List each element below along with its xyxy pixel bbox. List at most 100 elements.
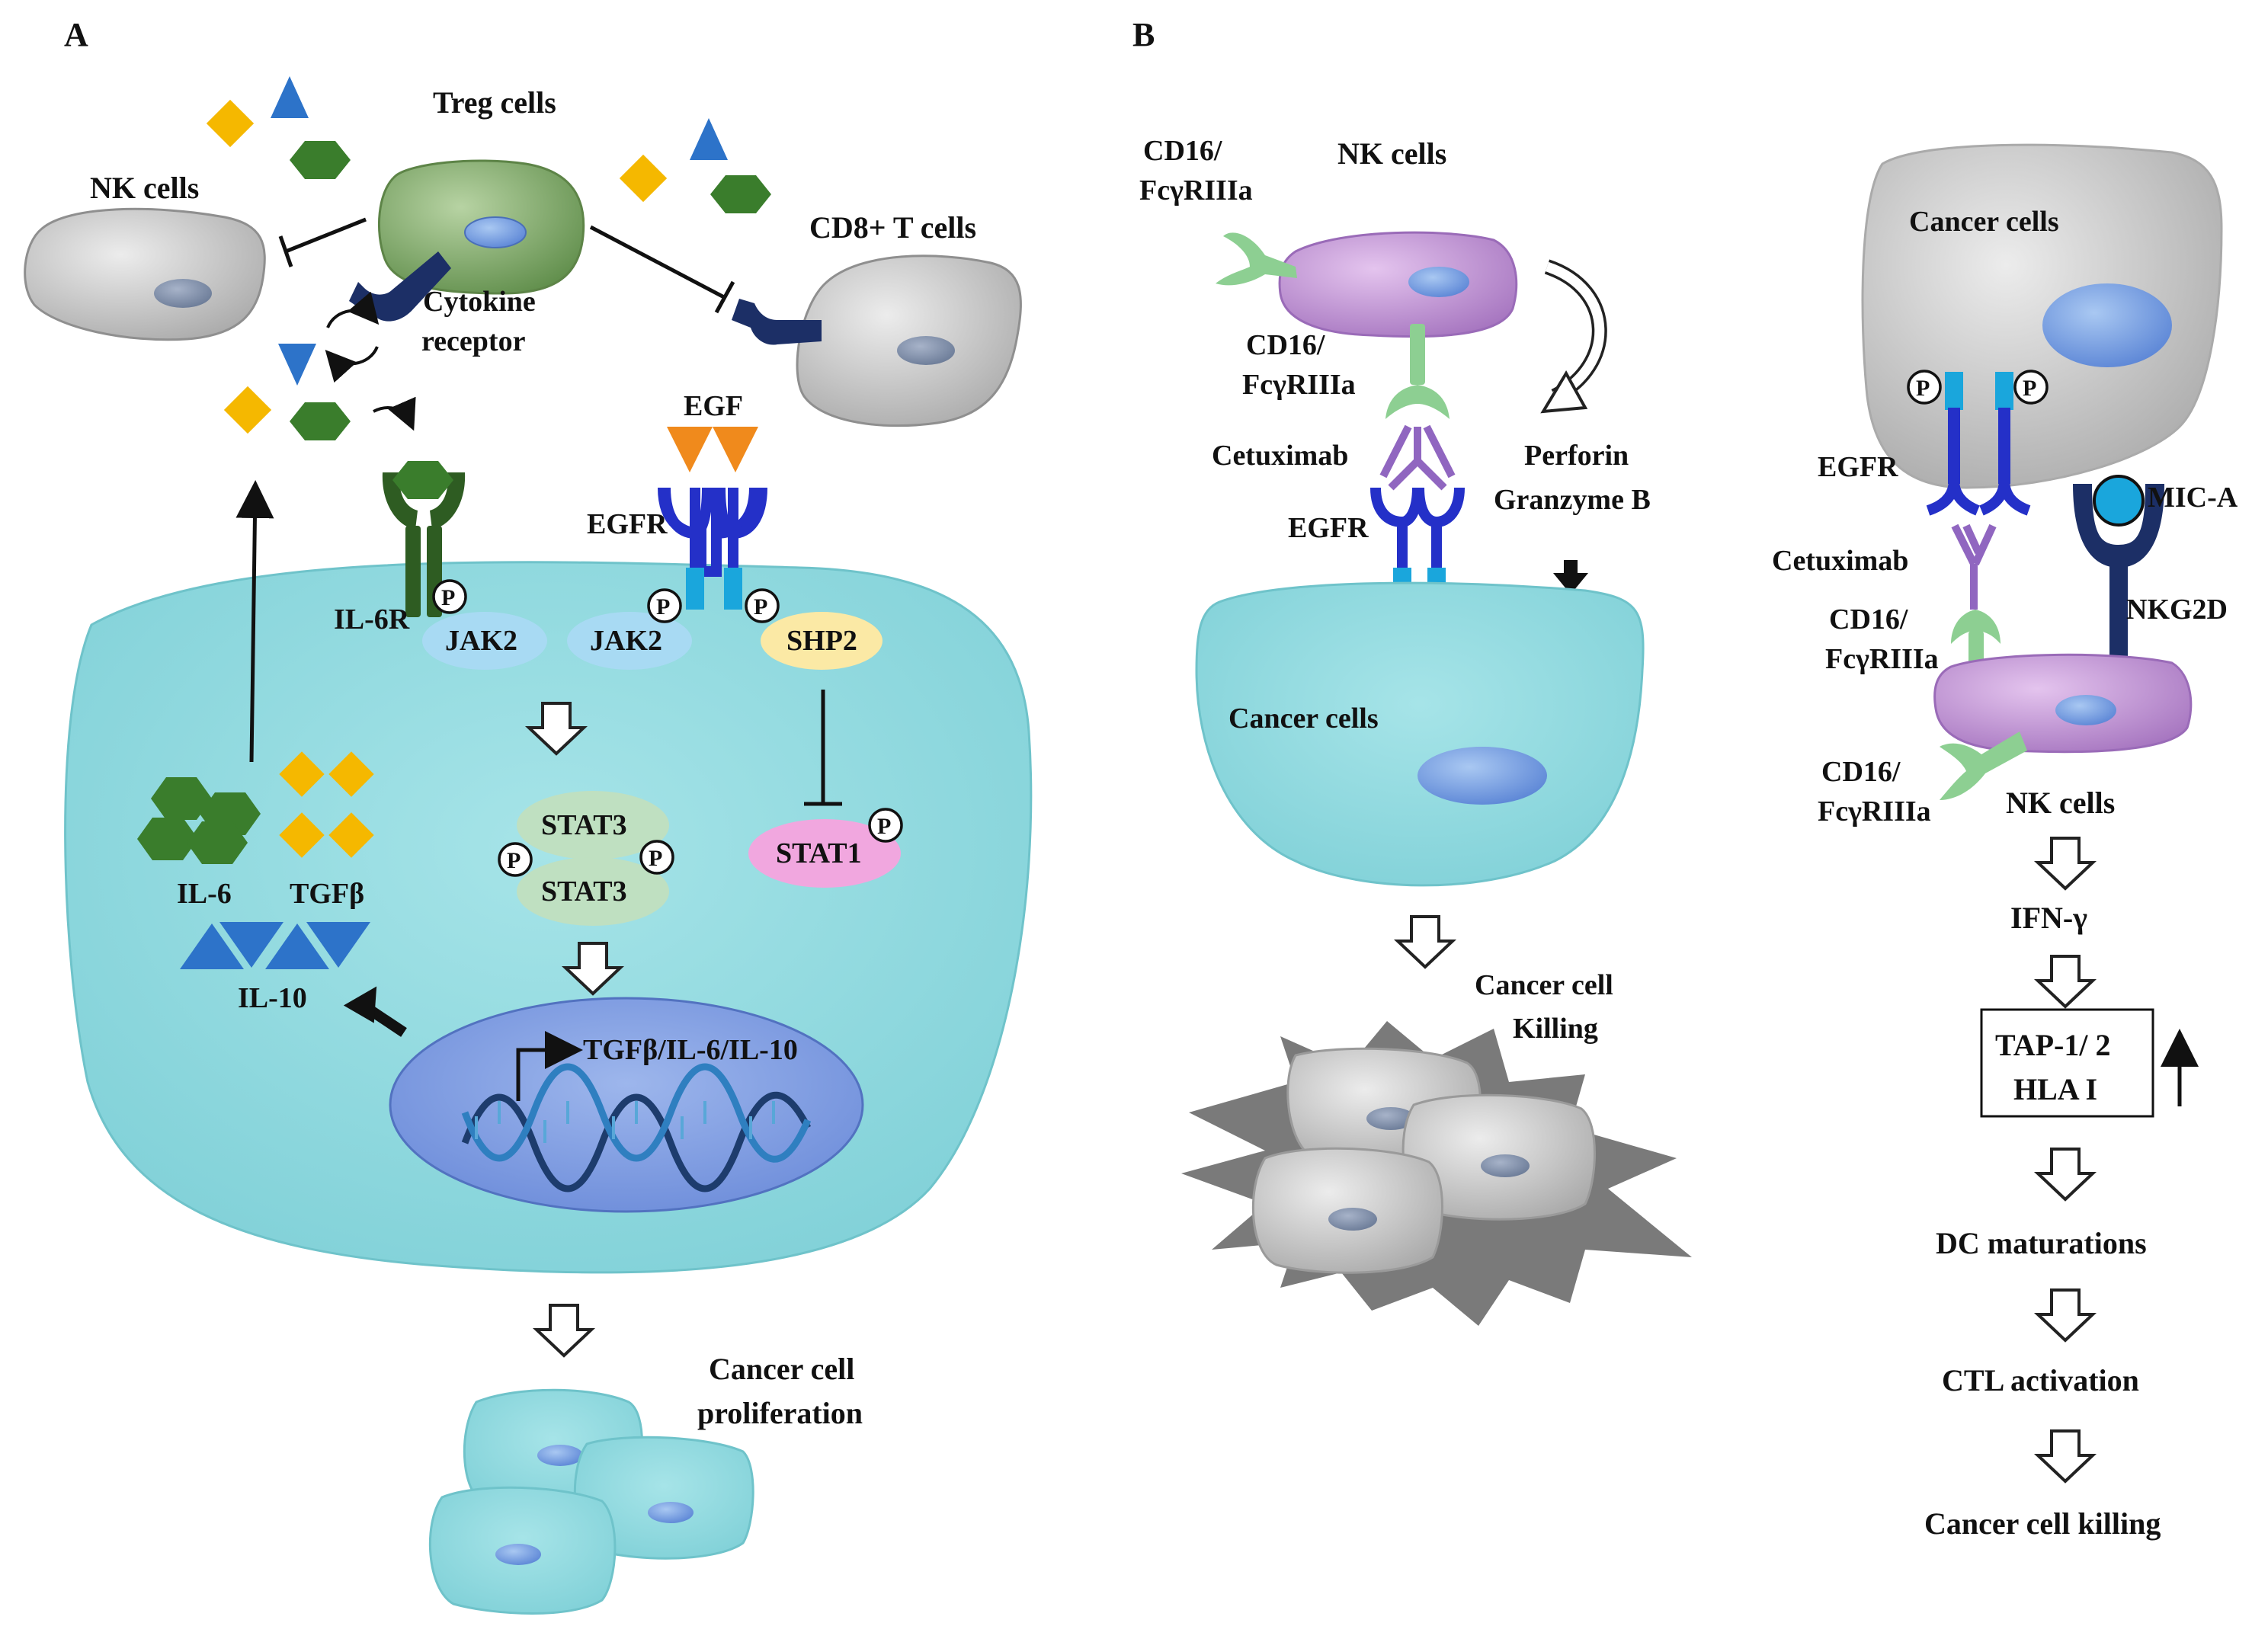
secretion-curve-arrow [373, 396, 416, 431]
cancer-cell-b-left-nucleus [1418, 747, 1547, 805]
tgfb-label: TGFβ [290, 878, 364, 910]
cancer-cell-b-right-nucleus [2042, 283, 2172, 367]
il6-hexagons [137, 777, 261, 864]
cancer-cells-right-label: Cancer cells [1909, 206, 2059, 238]
stat3-bottom [517, 857, 669, 926]
egfr-b-left-label: EGFR [1288, 512, 1369, 544]
proliferating-cells [428, 1388, 754, 1615]
il6r-label: IL-6R [334, 603, 410, 635]
cd16-a-label-1: CD16/ [1143, 135, 1222, 167]
dna-helix-icon [461, 1063, 812, 1192]
mica-ligand [2073, 475, 2164, 671]
nk-cell-a [24, 207, 266, 341]
nk-cell-b-top-nucleus [1408, 267, 1469, 297]
egf-ligand [667, 427, 758, 472]
hollow-down-arrow-icon [2036, 1429, 2094, 1483]
stat1-label: STAT1 [776, 837, 862, 869]
p-egfr-a-right-text: P [754, 594, 767, 619]
nk-cell-a-nucleus [154, 279, 212, 308]
p-stat1-text: P [877, 814, 891, 839]
il10-triangles [180, 922, 370, 969]
hollow-down-arrow-icon [2036, 1288, 2094, 1342]
cd8-t-cell-nucleus [897, 336, 955, 365]
hollow-down-arrow-icon [2036, 837, 2094, 890]
egfr-right-label: EGFR [1818, 451, 1898, 483]
stat3-top-label: STAT3 [541, 809, 627, 841]
kill-label: Cancer cell killing [1924, 1506, 2161, 1541]
cd16-receptor-b [1385, 324, 1450, 419]
cancer-cell-b-left [1195, 581, 1645, 887]
panel-b-letter: B [1132, 16, 1155, 53]
hla-label: HLA I [2013, 1072, 2097, 1106]
cetuximab-left-label: Cetuximab [1212, 440, 1348, 472]
p-stat3-right-text: P [649, 846, 662, 871]
tap-hla-box [1980, 1008, 2154, 1118]
cd16-d-label-2: FcγRIIIa [1818, 795, 1931, 828]
thick-arrow-icon [343, 986, 407, 1037]
cd16-d-label-1: CD16/ [1821, 756, 1901, 788]
cytokine-receptor-label-1: Cytokine [423, 286, 536, 318]
ifn-label: IFN-γ [2010, 901, 2087, 935]
cd16-a-label-2: FcγRIIIa [1139, 174, 1253, 206]
p-il6r-text: P [441, 585, 455, 610]
jak2-left [422, 612, 547, 670]
ctl-label: CTL activation [1942, 1363, 2139, 1397]
stat3-bottom-label: STAT3 [541, 876, 627, 908]
jak2-left-label: JAK2 [445, 625, 517, 657]
shp2-inhibition [804, 690, 842, 806]
tgfb-diamonds [279, 751, 374, 858]
cd16-c-label-1: CD16/ [1829, 603, 1908, 635]
cd16-receptor-a [1216, 232, 1297, 286]
hollow-down-arrow-icon [1396, 915, 1454, 968]
proliferation-label-2: proliferation [697, 1396, 863, 1430]
il10-label: IL-10 [238, 982, 307, 1014]
p-egfr-right-left-text: P [1916, 376, 1930, 401]
killing-label-1: Cancer cell [1475, 969, 1613, 1001]
treg-label: Treg cells [433, 85, 556, 120]
gene-label: TGFβ/IL-6/IL-10 [583, 1034, 798, 1066]
nk-cells-bottom-label: NK cells [2006, 786, 2115, 820]
p-stat3-left-text: P [507, 848, 521, 873]
proliferation-label-1: Cancer cell [709, 1352, 854, 1386]
cancer-cells-left-label: Cancer cells [1228, 703, 1379, 735]
p-egfr-right-right-text: P [2023, 376, 2036, 401]
cetuximab-antibody-a [1379, 424, 1456, 491]
cd8-label: CD8+ T cells [809, 210, 976, 245]
shp2 [761, 612, 883, 670]
perforin-curve-arrow [1545, 261, 1605, 401]
dc-label: DC maturations [1936, 1226, 2147, 1260]
jak2-right-label: JAK2 [590, 625, 662, 657]
cytokine-shapes-top [206, 76, 771, 440]
killing-label-2: Killing [1513, 1013, 1598, 1045]
cd16-b-label-2: FcγRIIIa [1242, 369, 1356, 401]
stat1 [748, 819, 901, 888]
nk-cells-a-label: NK cells [90, 171, 199, 205]
tap-label: TAP-1/ 2 [1995, 1028, 2110, 1062]
stat3-top [517, 791, 669, 860]
mica-label: MIC-A [2148, 482, 2238, 514]
hollow-down-arrow-icon [2036, 1148, 2094, 1201]
cd8-receptor-icon [732, 299, 822, 345]
egfr-receptor-b-right [1926, 372, 2031, 516]
cetuximab-antibody-b [1951, 523, 1997, 610]
cd16-b-label-1: CD16/ [1246, 329, 1325, 361]
cytokine-receptor-label-2: receptor [421, 325, 526, 357]
egfr-a-label: EGFR [587, 508, 668, 540]
killed-cells [1181, 1021, 1692, 1326]
panel-a-letter: A [64, 16, 88, 53]
il6-label: IL-6 [177, 878, 232, 910]
jak2-right [567, 612, 692, 670]
nk-cells-top-label: NK cells [1337, 136, 1446, 171]
nk-cell-b-bottom-nucleus [2055, 695, 2116, 725]
cd16-receptor-d [1940, 731, 2027, 800]
egf-label: EGF [684, 390, 743, 422]
perforin-label: Perforin [1524, 440, 1629, 472]
secretion-up-arrow [235, 480, 274, 763]
granzyme-label: Granzyme B [1494, 484, 1651, 516]
hollow-down-arrow-icon [535, 1304, 593, 1357]
cd16-c-label-2: FcγRIIIa [1825, 643, 1939, 675]
p-egfr-a-left-text: P [656, 594, 670, 619]
egfr-receptor-a [658, 487, 767, 610]
shp2-label: SHP2 [786, 625, 857, 657]
